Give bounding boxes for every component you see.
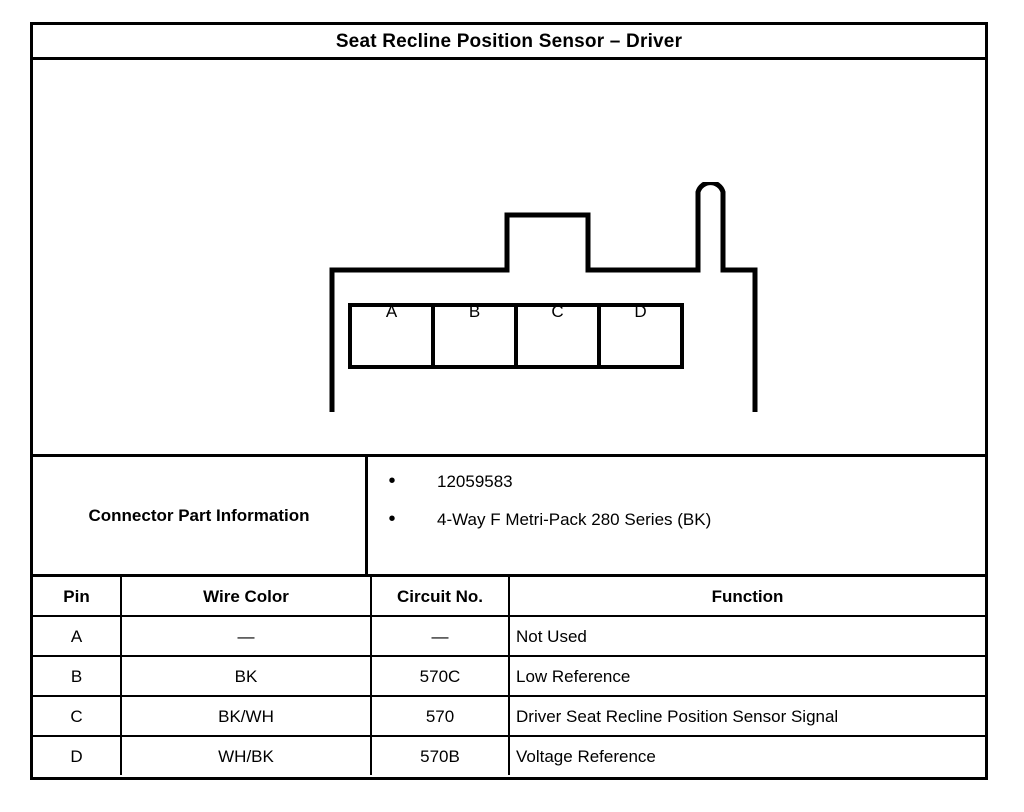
cavity-label-a: A xyxy=(385,301,398,321)
table-row: D WH/BK 570B Voltage Reference xyxy=(33,735,985,775)
cell-wire-color: WH/BK xyxy=(120,735,372,775)
cell-circuit-no: 570B xyxy=(370,735,510,775)
cell-circuit-no: 570 xyxy=(370,695,510,737)
connector-detail-sheet: Seat Recline Position Sensor – Driver A … xyxy=(30,22,988,780)
cell-pin: B xyxy=(33,655,122,697)
part-description-text: 4-Way F Metri-Pack 280 Series (BK) xyxy=(437,510,712,529)
cell-wire-color: BK xyxy=(120,655,372,697)
sheet-title-row: Seat Recline Position Sensor – Driver xyxy=(33,25,985,60)
cell-wire-color: BK/WH xyxy=(120,695,372,737)
column-header-wire-color: Wire Color xyxy=(120,577,372,617)
cell-circuit-no: — xyxy=(370,615,510,657)
cavity-label-row: A B C D xyxy=(350,280,682,342)
page-title: Seat Recline Position Sensor – Driver xyxy=(335,30,683,52)
cell-circuit-no: 570C xyxy=(370,655,510,697)
column-header-pin: Pin xyxy=(33,577,122,617)
part-info-item: • 12059583 xyxy=(368,471,985,509)
part-info-item: • 4-Way F Metri-Pack 280 Series (BK) xyxy=(368,509,985,547)
table-row: A — — Not Used xyxy=(33,615,985,657)
cell-function: Not Used xyxy=(508,615,985,657)
cell-pin: C xyxy=(33,695,122,737)
cell-pin: D xyxy=(33,735,122,775)
connector-part-information-row: Connector Part Information • 12059583 • … xyxy=(33,457,985,577)
connector-part-information-values: • 12059583 • 4-Way F Metri-Pack 280 Seri… xyxy=(368,457,985,574)
connector-part-information-label: Connector Part Information xyxy=(33,457,368,574)
table-header-row: Pin Wire Color Circuit No. Function xyxy=(33,577,985,617)
cavity-label-c: C xyxy=(551,301,564,321)
part-number-text: 12059583 xyxy=(437,472,513,491)
connector-diagram-area: A B C D xyxy=(33,60,985,457)
cell-pin: A xyxy=(33,615,122,657)
connector-illustration xyxy=(329,182,758,412)
column-header-function: Function xyxy=(508,577,985,617)
bullet-icon: • xyxy=(388,508,396,530)
cell-function: Voltage Reference xyxy=(508,735,985,775)
cavity-label-b: B xyxy=(468,301,481,321)
bullet-icon: • xyxy=(388,470,396,492)
cavity-label-d: D xyxy=(634,301,647,321)
table-row: C BK/WH 570 Driver Seat Recline Position… xyxy=(33,695,985,737)
table-row: B BK 570C Low Reference xyxy=(33,655,985,697)
cell-function: Driver Seat Recline Position Sensor Sign… xyxy=(508,695,985,737)
cell-function: Low Reference xyxy=(508,655,985,697)
pin-table: Pin Wire Color Circuit No. Function A — … xyxy=(33,577,985,775)
column-header-circuit-no: Circuit No. xyxy=(370,577,510,617)
cell-wire-color: — xyxy=(120,615,372,657)
